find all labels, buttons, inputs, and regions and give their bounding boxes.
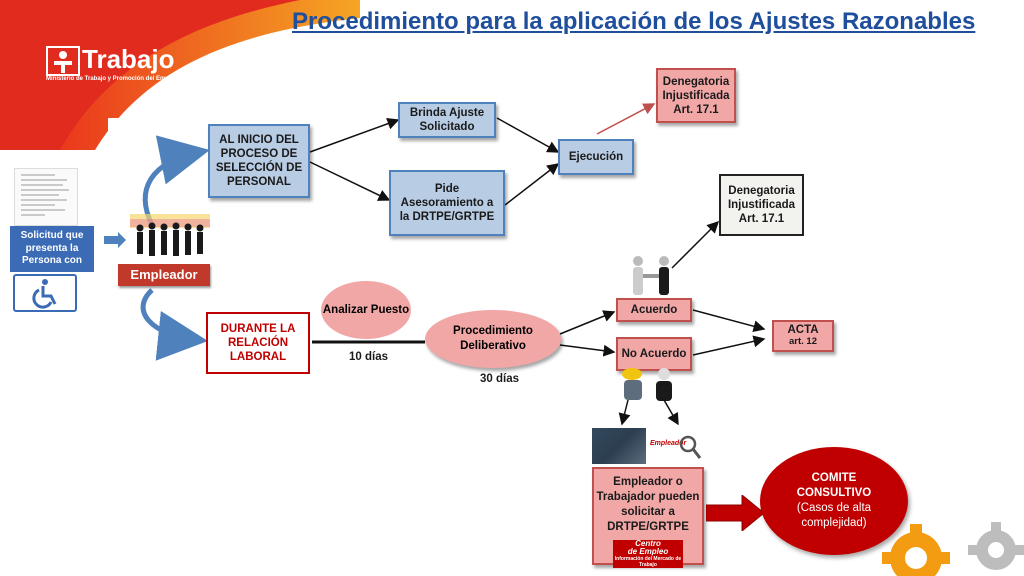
document-icon <box>21 174 69 216</box>
inicio-box: AL INICIO DEL PROCESO DE SELECCIÓN DE PE… <box>208 124 310 198</box>
denegatoria-box: Denegatoria Injustificada Art. 17.1 <box>719 174 804 236</box>
acta-box: ACTA art. 12 <box>772 320 834 352</box>
empleador-group: Empleador <box>118 214 210 288</box>
denegatoria-art: Art. 17.1 <box>738 213 785 225</box>
empleador-o-text: Empleador o Trabajador pueden solicitar … <box>596 476 700 533</box>
denegatoria-top-text: Denegatoria Injustificada <box>662 75 730 102</box>
dias-10-label: 10 días <box>349 351 388 363</box>
pide-box: Pide Asesoramiento a la DRTPE/GRTPE <box>389 170 505 236</box>
magnifier-icon <box>679 435 702 459</box>
gears-icon <box>882 522 1024 576</box>
acta-art: art. 12 <box>789 336 817 347</box>
logo-icon <box>46 46 80 76</box>
centro-empleo-logo: Centro de Empleo Información del Mercado… <box>613 540 683 568</box>
handshake-icon <box>633 256 669 295</box>
brinda-box: Brinda Ajuste Solicitado <box>398 102 496 138</box>
procedimiento-oval: Procedimiento Deliberativo <box>425 310 561 368</box>
people-icon <box>130 214 210 256</box>
wheelchair-icon <box>13 274 77 312</box>
dias-30-label: 30 días <box>480 373 519 385</box>
logo: Trabajo Ministerio de Trabajo y Promoció… <box>46 44 186 88</box>
comite-title: COMITE CONSULTIVO <box>796 472 872 499</box>
acuerdo-box: Acuerdo <box>616 298 692 322</box>
solicitud-box: Solicitud que presenta la Persona con <box>10 226 94 272</box>
document-thumbnail <box>14 168 78 226</box>
no-acuerdo-box: No Acuerdo <box>616 337 692 371</box>
comite-oval: COMITE CONSULTIVO (Casos de alta complej… <box>760 447 908 555</box>
denegatoria-top-art: Art. 17.1 <box>673 103 719 116</box>
empleador-o-box: Empleador o Trabajador pueden solicitar … <box>592 467 704 568</box>
comite-subtitle: (Casos de alta complejidad) <box>796 502 872 529</box>
ejecucion-box: Ejecución <box>558 139 634 175</box>
analizar-oval: Analizar Puesto <box>321 281 411 339</box>
big-red-arrow <box>706 495 764 531</box>
page-title: Procedimiento para la aplicación de los … <box>292 8 976 35</box>
empleador-label: Empleador <box>118 264 210 286</box>
logo-name: Trabajo <box>82 44 175 74</box>
centro-text-1: Centro <box>635 539 661 548</box>
durante-box: DURANTE LA RELACIÓN LABORAL <box>206 312 310 374</box>
logo-subtitle: Ministerio de Trabajo y Promoción del Em… <box>46 76 178 82</box>
denegatoria-top-box: Denegatoria Injustificada Art. 17.1 <box>656 68 736 123</box>
worker-businessman-icon <box>622 368 672 401</box>
centro-text-2: de Empleo <box>627 547 669 556</box>
workplace-photo <box>592 428 646 464</box>
centro-text-3: Información del Mercado de Trabajo <box>614 556 682 568</box>
acta-text: ACTA <box>787 324 819 336</box>
empleador-search-image: Empleador <box>648 432 704 462</box>
empleador-small-text: Empleador <box>650 440 687 447</box>
denegatoria-text: Denegatoria Injustificada <box>727 185 796 211</box>
